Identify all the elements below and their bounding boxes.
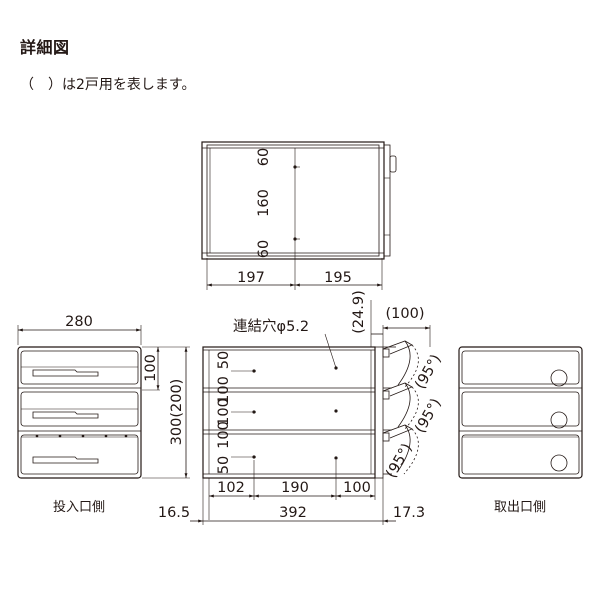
top-dim-60a: 60 xyxy=(256,148,272,166)
front-dim-280: 280 xyxy=(65,314,93,330)
side-dim-17-3: 17.3 xyxy=(393,505,425,521)
top-view: 60 160 60 197 195 xyxy=(201,141,397,290)
side-dim-24-9: (24.9) xyxy=(351,290,367,334)
side-dim-392: 392 xyxy=(279,505,307,521)
side-view: 100 300(200) xyxy=(142,290,445,525)
side-hole-label: 連結穴φ5.2 xyxy=(233,318,309,335)
top-dim-60b: 60 xyxy=(256,240,272,258)
side-angle-b: (95°) xyxy=(412,396,444,436)
front-view-caption: 投入口側 xyxy=(53,499,105,515)
side-angle-c: (95°) xyxy=(383,441,415,481)
top-dim-160: 160 xyxy=(256,189,272,217)
side-dim-100-right: 100 xyxy=(143,354,159,382)
side-dim-50a: 50 xyxy=(216,351,232,369)
side-dim-100-bottom: 100 xyxy=(343,480,371,496)
side-angle-a: (95°) xyxy=(412,352,444,392)
top-dim-195: 195 xyxy=(324,270,352,286)
rear-view-caption: 取出口側 xyxy=(494,500,546,515)
side-dim-100a: 100 xyxy=(216,376,232,404)
page-note: （ ）は2戸用を表します。 xyxy=(20,77,196,93)
side-dim-300: 300(200) xyxy=(169,379,185,446)
top-dim-197: 197 xyxy=(237,270,265,286)
page-title: 詳細図 xyxy=(20,38,70,57)
side-dim-16-5: 16.5 xyxy=(158,505,190,521)
side-dim-100b: 100 xyxy=(216,398,232,426)
side-dim-190: 190 xyxy=(281,480,309,496)
front-view: 280 投入口側 xyxy=(17,314,142,515)
side-dim-50b: 50 xyxy=(216,456,232,474)
side-dim-100c: 100 xyxy=(216,421,232,449)
side-dim-100-top: (100) xyxy=(386,306,425,322)
rear-view: 取出口側 xyxy=(458,346,583,515)
side-dim-102: 102 xyxy=(217,480,245,496)
